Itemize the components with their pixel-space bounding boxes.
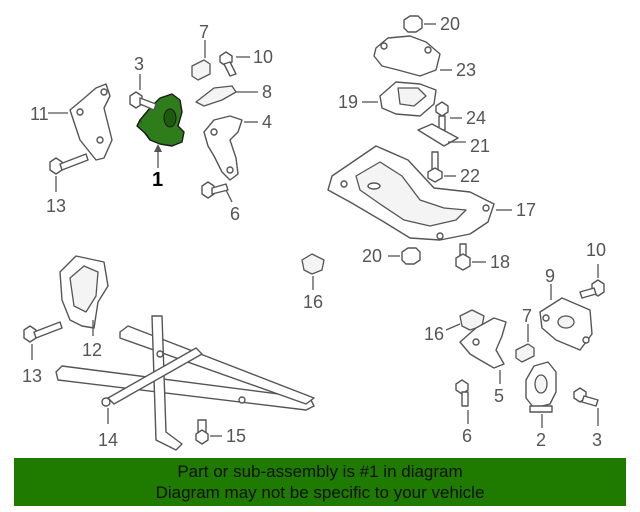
callout-1: 1	[152, 169, 163, 191]
callout-5: 5	[494, 386, 504, 406]
part-2-engine-mount[interactable]	[525, 361, 557, 413]
part-4-bracket[interactable]	[203, 115, 243, 181]
disclaimer-banner: Part or sub-assembly is #1 in diagram Di…	[14, 458, 626, 506]
callout-10-lower: 10	[586, 240, 606, 260]
callout-13-lower: 13	[22, 366, 42, 386]
part-3-bolt[interactable]	[129, 91, 157, 111]
part-16-pad-middle[interactable]	[301, 253, 325, 275]
part-20-nut-lower[interactable]	[401, 247, 421, 265]
callout-12: 12	[82, 340, 102, 360]
part-6-bolt-lower[interactable]	[455, 379, 469, 407]
part-13-bolt[interactable]	[49, 153, 89, 175]
part-21-plate[interactable]	[417, 123, 459, 147]
callout-20-upper: 20	[440, 14, 460, 34]
callout-6-upper: 6	[230, 204, 240, 224]
part-5-bracket[interactable]	[459, 317, 507, 369]
callout-19: 19	[338, 92, 358, 112]
part-3-bolt-lower[interactable]	[573, 387, 599, 407]
part-10-bolt[interactable]	[219, 51, 237, 77]
callout-14: 14	[98, 430, 118, 450]
part-7-block[interactable]	[191, 59, 211, 81]
callout-6-lower: 6	[462, 426, 472, 446]
part-14-cross-brace[interactable]	[55, 315, 315, 451]
callout-10-upper: 10	[253, 47, 273, 67]
callout-13-upper: 13	[46, 196, 66, 216]
callout-2: 2	[536, 430, 546, 450]
parts-diagram: 1 11 13 3 7 10 8 4	[22, 14, 606, 451]
part-8-shield[interactable]	[195, 85, 237, 107]
part-19-mount-block[interactable]	[379, 81, 437, 117]
part-13-bolt-lower[interactable]	[23, 321, 63, 343]
callout-11: 11	[30, 104, 49, 124]
part-17-crossmember[interactable]	[327, 145, 495, 241]
callout-23: 23	[456, 60, 476, 80]
part-9-mount-plate[interactable]	[539, 297, 593, 351]
part-6-bolt-upper[interactable]	[201, 181, 229, 199]
callout-24: 24	[466, 108, 486, 128]
callout-9: 9	[545, 266, 555, 286]
callout-15: 15	[226, 426, 246, 446]
part-23-mount[interactable]	[373, 35, 441, 77]
callout-3-lower: 3	[592, 430, 602, 450]
callout-17: 17	[516, 200, 536, 220]
callout-3-upper: 3	[134, 54, 144, 74]
callout-16-middle: 16	[303, 292, 323, 312]
part-15-bolt[interactable]	[195, 419, 209, 445]
callout-7-lower: 7	[522, 306, 532, 326]
part-12-heat-shield[interactable]	[59, 255, 109, 329]
callout-21: 21	[470, 136, 490, 156]
callout-8: 8	[262, 82, 272, 102]
part-18-bolt[interactable]	[455, 243, 471, 271]
callout-18: 18	[490, 252, 510, 272]
part-10-bolt-lower[interactable]	[579, 279, 605, 299]
part-24-bolt[interactable]	[435, 101, 449, 131]
banner-line-2: Diagram may not be specific to your vehi…	[155, 483, 485, 502]
callout-16-right: 16	[424, 324, 444, 344]
callout-20-lower: 20	[362, 246, 382, 266]
callout-7-upper: 7	[199, 22, 209, 42]
part-11-bracket[interactable]	[69, 83, 113, 161]
part-22-bolt[interactable]	[427, 151, 443, 183]
part-7-block-lower[interactable]	[515, 343, 535, 363]
part-20-nut-upper[interactable]	[403, 15, 423, 33]
banner-line-1: Part or sub-assembly is #1 in diagram	[177, 462, 463, 481]
callout-4-upper: 4	[262, 112, 272, 132]
callout-22: 22	[460, 166, 480, 186]
